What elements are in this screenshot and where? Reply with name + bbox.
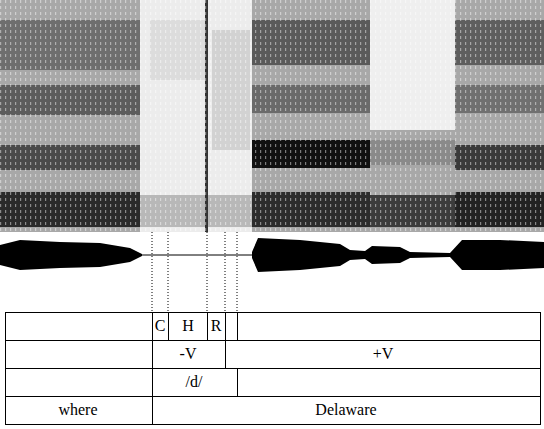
waveform [0,238,544,272]
spectrogram [0,0,544,232]
tier-cell-text: -V [180,346,197,362]
phoneme-text: /d/ [186,374,203,390]
segment-boundaries [152,232,237,312]
tier-cell-text: C [155,318,166,334]
word-text: Delaware [315,402,376,418]
word-text: where [58,402,97,418]
tier-cell-text: +V [373,346,394,362]
tier-cell-text: H [182,318,194,334]
tier-table [5,312,541,425]
tier-cell-text: R [211,318,222,334]
